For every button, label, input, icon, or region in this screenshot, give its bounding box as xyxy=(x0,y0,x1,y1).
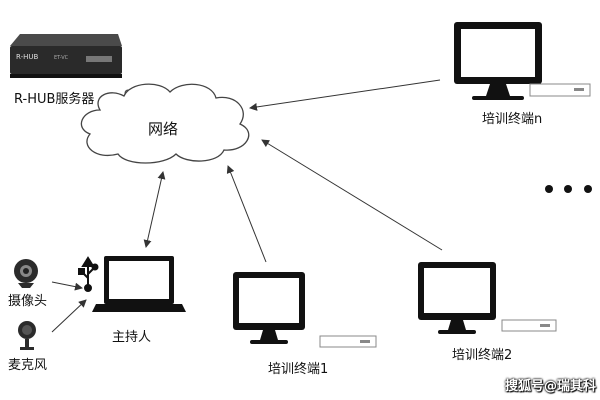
server-label: R-HUB服务器 xyxy=(14,92,95,107)
terminal-1-label: 培训终端1 xyxy=(268,362,329,377)
terminal-n-label: 培训终端n xyxy=(482,112,543,127)
arrow-camera-to-host xyxy=(51,281,83,291)
arrow-terminal-n-to-network xyxy=(249,79,441,111)
watermark: 搜狐号@瑞其科 xyxy=(504,379,596,394)
camera-icon xyxy=(14,259,38,288)
mic-label: 麦克风 xyxy=(8,358,48,373)
server-brand: R-HUB xyxy=(16,53,38,61)
network-cloud-icon xyxy=(80,83,250,164)
microphone-icon xyxy=(18,321,36,350)
host-laptop-icon xyxy=(92,256,186,312)
arrow-terminal-2-to-network xyxy=(261,139,443,251)
network-label: 网络 xyxy=(148,120,179,138)
usb-icon xyxy=(78,256,99,292)
arrow-mic-to-host xyxy=(51,299,87,333)
server-model: ET-VC xyxy=(54,55,69,61)
host-label: 主持人 xyxy=(112,330,152,345)
arrow-terminal-1-to-network xyxy=(226,165,267,263)
terminal-n-monitor-icon xyxy=(454,22,591,100)
terminal-2-label: 培训终端2 xyxy=(452,348,513,363)
terminal-1-monitor-icon xyxy=(233,272,377,348)
arrow-host-network xyxy=(143,171,166,248)
connection-lines xyxy=(51,79,443,333)
camera-label: 摄像头 xyxy=(8,294,48,309)
more-terminals-dots xyxy=(545,185,592,193)
terminal-2-monitor-icon xyxy=(418,262,557,334)
